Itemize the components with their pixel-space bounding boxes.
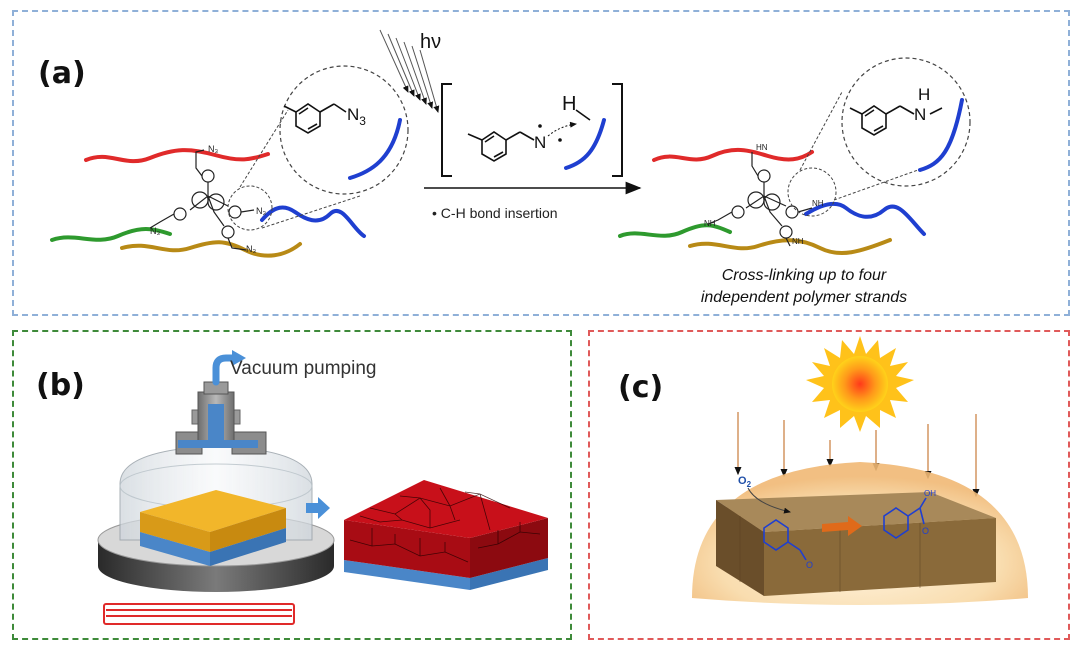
mini-azide-top: N₃ — [208, 144, 218, 154]
vacuum-label: Vacuum pumping — [230, 358, 376, 379]
panel-b — [12, 330, 572, 640]
intermediate-bracket — [441, 83, 623, 177]
process-arrow — [306, 497, 330, 519]
panel-a — [12, 10, 1070, 316]
zoom-small-circle — [227, 185, 273, 231]
light-rays — [379, 29, 440, 113]
panel-b-drawing: Vacuum pumping — [97, 350, 548, 625]
mini-nh-bottom: NH — [792, 237, 804, 246]
product-blue-strand — [804, 201, 926, 236]
crosslinker-molecule — [149, 149, 255, 251]
sample-block-top — [716, 492, 996, 532]
red-polymer-strand — [84, 148, 270, 164]
intermediate-h: H — [562, 93, 576, 115]
azide-n: N3 — [347, 105, 366, 128]
acid-oh: OH — [924, 489, 936, 498]
caption-line1: Cross-linking up to four — [722, 267, 887, 284]
mini-nh-left: NH — [704, 219, 716, 228]
panel-a-drawing: N₃ N₃ N₃ N₃ N3 hν — [50, 29, 971, 306]
oxygen-label: O2 — [738, 475, 752, 489]
panel-c-label: (c) — [618, 370, 664, 405]
zoom-large-circle — [279, 65, 409, 195]
mini-nh-right: NH — [812, 199, 824, 208]
benzaldehyde-structure — [763, 519, 807, 561]
nitrene-n: N — [534, 133, 546, 152]
mini-azide-right: N₃ — [256, 206, 266, 216]
product-zoom-blue-strand — [918, 98, 964, 172]
sunlight-rays — [734, 412, 980, 498]
caption-line2: independent polymer strands — [701, 289, 907, 306]
step-label: • C-H bond insertion — [432, 205, 558, 221]
product-zoom-small-circle — [787, 167, 837, 217]
product-crosslinked-molecule — [707, 152, 813, 247]
heater-coil — [103, 603, 295, 625]
intermediate-blue-strand — [564, 118, 606, 170]
product-gold-strand — [688, 238, 892, 256]
green-polymer-strand — [50, 227, 172, 242]
benzoic-acid-structure — [883, 497, 927, 539]
amine-h: H — [918, 85, 930, 104]
result-substrate — [344, 560, 470, 590]
gold-polymer-strand — [120, 240, 302, 258]
panel-c-drawing: O2 O OH O — [692, 336, 1028, 605]
mini-hn-top: HN — [756, 143, 768, 152]
aldehyde-o: O — [806, 560, 813, 570]
crosslinked-network-top — [344, 480, 548, 538]
nitrene-intermediate-structure — [467, 131, 535, 162]
oxidation-arrow — [822, 516, 862, 536]
blue-polymer-strand — [260, 205, 366, 238]
amine-n: N — [914, 105, 926, 124]
product-red-strand — [652, 148, 814, 162]
benzyl-azide-structure — [283, 103, 347, 134]
sun-icon — [806, 336, 914, 432]
benzylamine-structure — [849, 105, 943, 136]
acid-o: O — [922, 526, 929, 536]
panel-c — [588, 330, 1070, 640]
substrate-layer — [140, 532, 210, 566]
panel-b-label: (b) — [36, 368, 85, 403]
vacuum-arrow — [212, 354, 236, 386]
mini-azide-bottom: N₃ — [246, 244, 256, 254]
light-label: hν — [420, 31, 441, 53]
film-top — [140, 490, 286, 532]
panel-a-label: (a) — [38, 56, 86, 91]
zoom-blue-strand — [348, 118, 402, 180]
product-zoom-large-circle — [841, 57, 971, 187]
product-green-strand — [618, 223, 732, 238]
mini-azide-left: N₃ — [150, 226, 160, 236]
